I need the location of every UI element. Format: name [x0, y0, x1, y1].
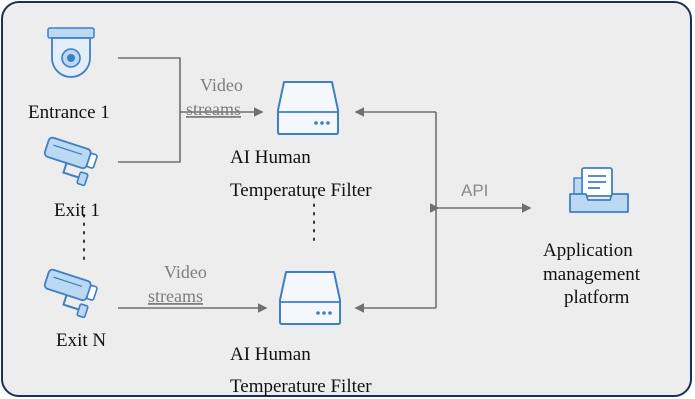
- dotted-separators: [83, 195, 315, 263]
- filter-top-line1: AI Human: [230, 147, 311, 168]
- filter-top-line2: Temperature Filter: [230, 180, 372, 201]
- video-label-bottom: Video: [164, 262, 207, 282]
- connection-lines: [118, 57, 532, 313]
- video-label-top: Video: [200, 75, 243, 95]
- streams-label-bottom: streams: [148, 286, 203, 306]
- platform-line1: Application: [543, 240, 633, 261]
- bullet-camera-icon: [43, 136, 98, 187]
- filter-bottom-line2: Temperature Filter: [230, 376, 372, 397]
- exit1-label: Exit 1: [54, 200, 100, 221]
- filter-bottom-line1: AI Human: [230, 344, 311, 365]
- platform-tray-icon: [569, 167, 629, 213]
- streams-label-top: streams: [186, 99, 241, 119]
- server-box-icon: [277, 81, 339, 135]
- api-label: API: [461, 181, 488, 200]
- entrance-line: [118, 57, 181, 163]
- platform-line2: management: [543, 264, 641, 285]
- bullet-camera-icon-exit-n: [43, 268, 98, 319]
- server-box-icon-bottom: [279, 271, 341, 325]
- entrance-label: Entrance 1: [28, 102, 110, 123]
- platform-line3: platform: [564, 287, 630, 308]
- exitN-label: Exit N: [56, 330, 106, 351]
- dome-camera-icon: [47, 27, 95, 78]
